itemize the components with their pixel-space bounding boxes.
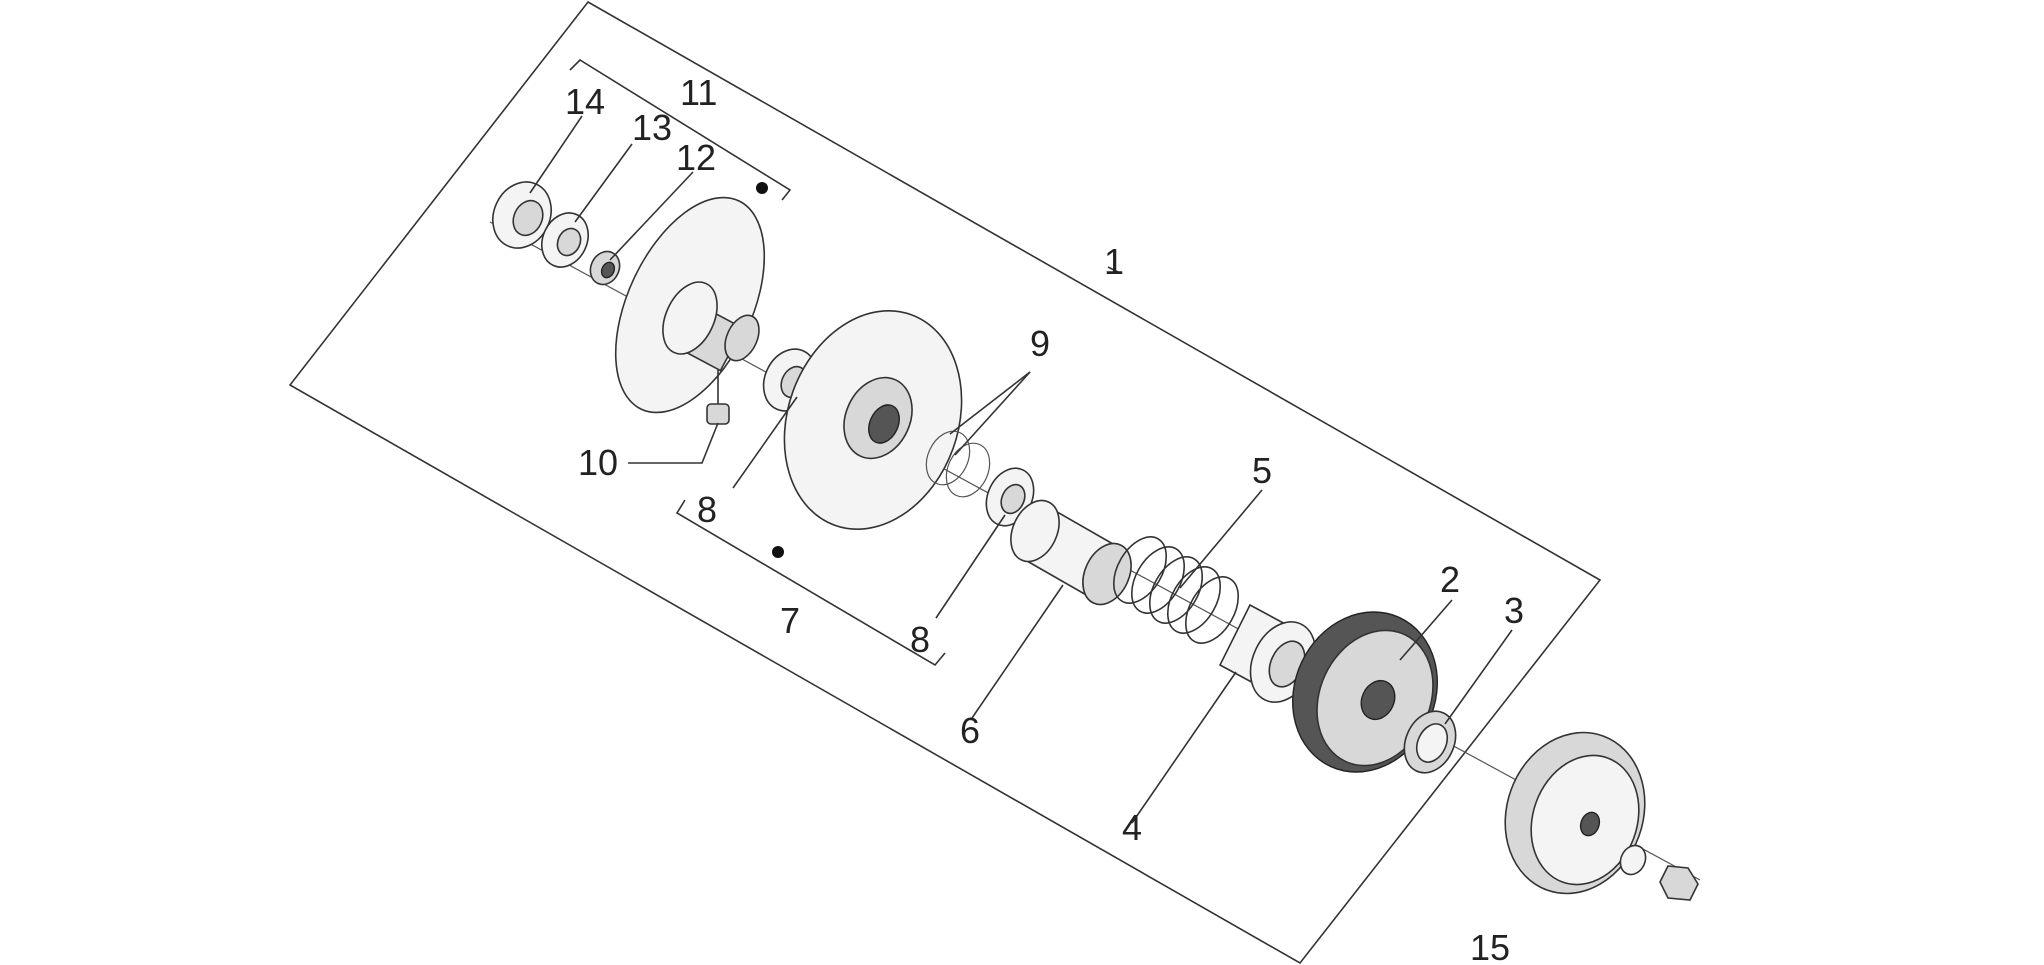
- callout-6: 6: [960, 710, 980, 751]
- nut: [1659, 865, 1699, 901]
- callout-13: 13: [632, 107, 672, 148]
- part-13-seal: [541, 212, 589, 268]
- part-3-plate: [1403, 710, 1457, 774]
- callout-8a: 8: [697, 489, 717, 530]
- bracket-7: [675, 499, 946, 667]
- part-12-needle-bearing: [589, 250, 621, 286]
- part-2-clutch: [1292, 611, 1438, 773]
- callout-3: 3: [1504, 590, 1524, 631]
- part-6-sleeve: [1010, 499, 1132, 606]
- sliding-pulley-half: [783, 310, 963, 530]
- part-15-clutch-bell: [1504, 731, 1646, 895]
- leader-lines: [529, 115, 1513, 824]
- callout-7: 7: [780, 600, 800, 641]
- fixed-pulley-half: [614, 196, 766, 414]
- part-9-o-rings: [925, 430, 991, 498]
- part-4-bushing: [1218, 603, 1317, 703]
- callout-15: 15: [1470, 927, 1510, 965]
- part-5-spring: [1112, 536, 1240, 644]
- assembly-frame-1: [288, 0, 1602, 965]
- callout-9: 9: [1030, 323, 1050, 364]
- callout-2: 2: [1440, 559, 1460, 600]
- callout-5: 5: [1252, 450, 1272, 491]
- callout-12: 12: [676, 137, 716, 178]
- callout-11: 11: [680, 72, 717, 113]
- callout-10: 10: [578, 442, 618, 483]
- callout-14: 14: [565, 81, 605, 122]
- part-10-pin: [706, 370, 730, 425]
- callout-8b: 8: [910, 619, 930, 660]
- callout-1: 1: [1104, 241, 1124, 282]
- bracket-11: [569, 58, 792, 201]
- callout-4: 4: [1122, 807, 1142, 848]
- marker-dot-lower: [772, 546, 784, 558]
- washer: [1619, 844, 1647, 876]
- marker-dot-upper: [756, 182, 768, 194]
